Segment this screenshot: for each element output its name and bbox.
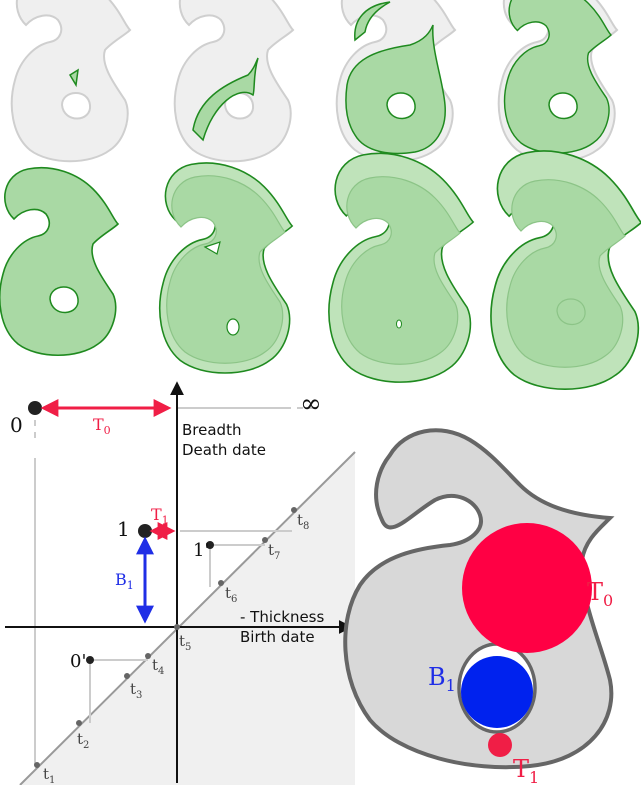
b1-arrow-label: B1 — [115, 570, 134, 592]
tick-labels: t1 t2 t3 t4 t5 t6 t7 t8 — [43, 511, 309, 785]
shape-with-balls: T0 B1 T1 — [343, 428, 615, 785]
point-0 — [28, 401, 42, 415]
shape-label-t1: T1 — [513, 755, 539, 785]
filtration-panel-1 — [10, 0, 131, 163]
point-1-prime — [206, 541, 214, 549]
shape-label-b1: B1 — [428, 663, 456, 695]
persistence-diagram: ∞ 0 T0 Breadth Death date 1 T1 B1 1' 0' … — [5, 381, 356, 785]
tick-label-t5: t5 — [179, 632, 191, 653]
t1-arrow-label: T1 — [151, 505, 169, 527]
row-1-filtration — [10, 0, 618, 163]
tick-label-t8: t8 — [297, 511, 309, 532]
tick-label-t6: t6 — [225, 584, 237, 605]
death-date-label: Death date — [182, 441, 266, 459]
filtration-panel-6 — [158, 162, 293, 374]
infinity-label: ∞ — [300, 389, 322, 419]
point-0-prime — [86, 656, 94, 664]
ball-t1 — [488, 733, 512, 757]
tick-label-t7: t7 — [268, 541, 280, 562]
thickness-label: - Thickness — [240, 608, 325, 626]
one-prime-label: 1' — [193, 540, 209, 561]
tick-label-t2: t2 — [77, 730, 89, 751]
filtration-panel-8 — [490, 150, 641, 391]
birth-date-label: Birth date — [240, 628, 315, 646]
guide-lines — [34, 407, 320, 765]
row-2-filtration — [0, 150, 641, 391]
zero-prime-label: 0' — [70, 651, 86, 672]
ball-b1 — [461, 656, 533, 728]
t0-arrow-label: T0 — [93, 415, 111, 437]
filtration-panel-4 — [497, 0, 618, 163]
one-label: 1 — [117, 517, 130, 541]
tick-label-t1: t1 — [43, 765, 55, 785]
filtration-panel-5 — [0, 166, 119, 357]
filtration-panel-7 — [328, 152, 474, 383]
diagonal-ticks — [34, 507, 297, 768]
filtration-panel-3 — [335, 0, 456, 163]
filtration-panel-2 — [173, 0, 294, 163]
ball-t0 — [462, 523, 592, 653]
tick-label-t3: t3 — [130, 680, 142, 701]
point-1 — [138, 524, 152, 538]
diagonal-line — [19, 451, 356, 785]
breadth-label: Breadth — [182, 421, 241, 439]
shape-label-t0: T0 — [587, 578, 613, 610]
tick-label-t4: t4 — [152, 656, 164, 677]
zero-label: 0 — [10, 413, 23, 437]
